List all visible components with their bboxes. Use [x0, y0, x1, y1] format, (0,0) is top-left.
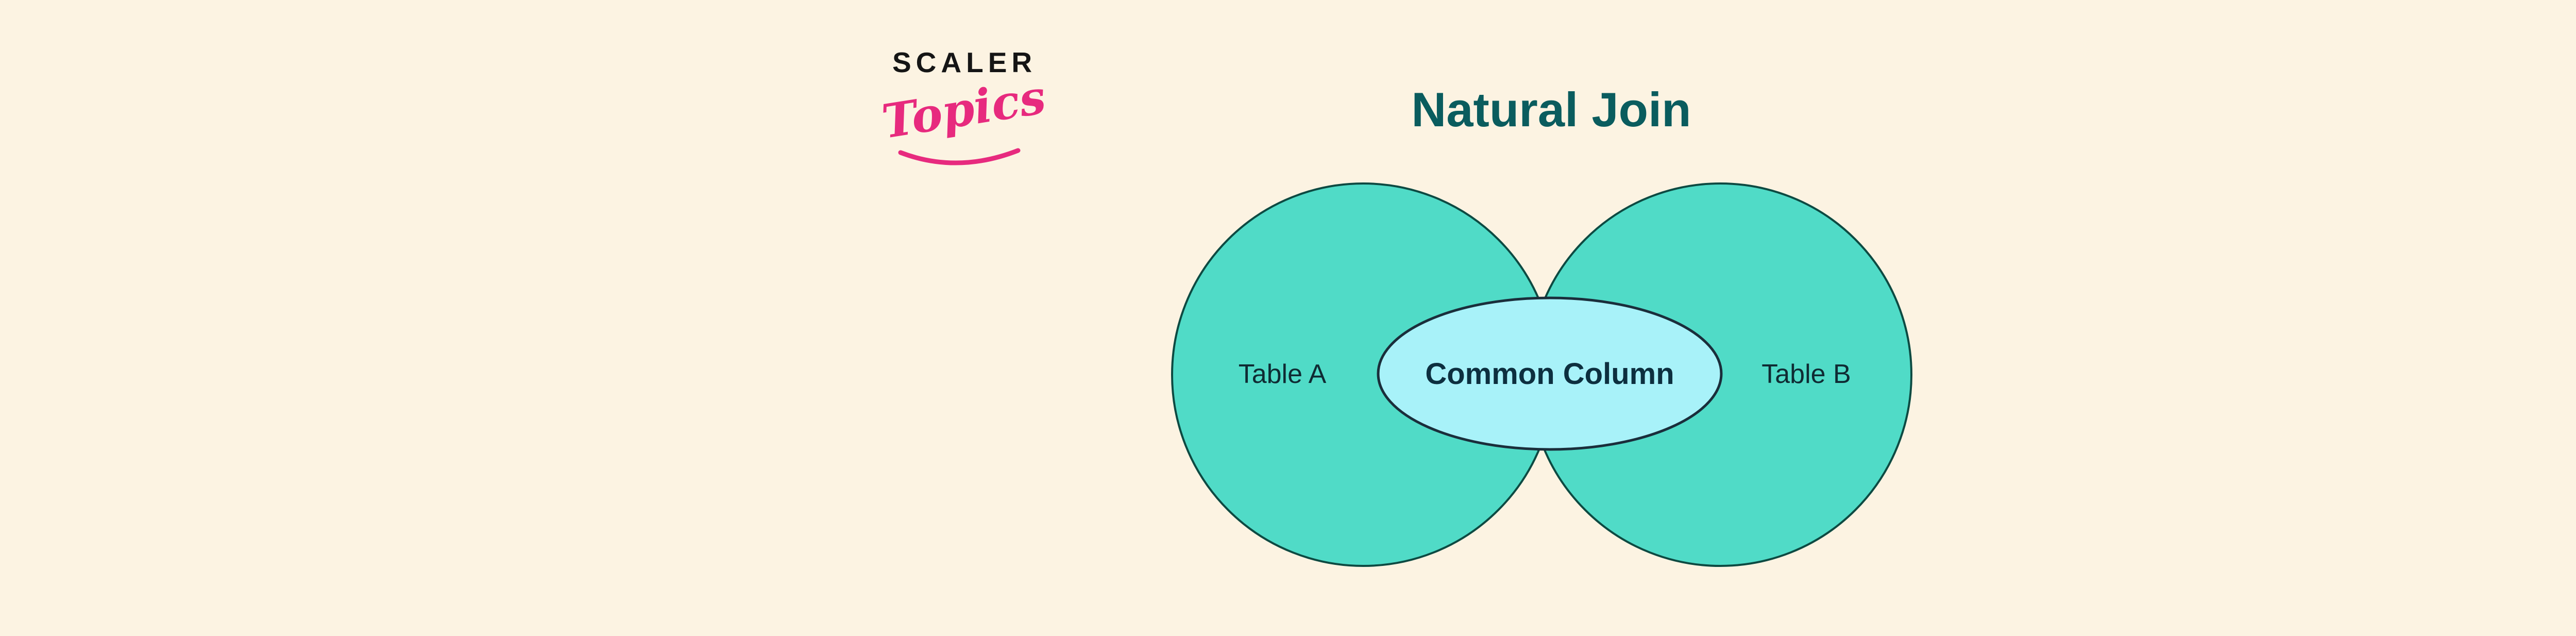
- logo-underline-flourish: [898, 148, 1021, 165]
- table-b-label: Table B: [1761, 359, 1851, 389]
- table-a-label: Table A: [1239, 359, 1327, 389]
- common-column-label: Common Column: [1425, 357, 1674, 391]
- logo-text-scaler: SCALER: [892, 46, 1037, 78]
- diagram-title: Natural Join: [1411, 82, 1691, 137]
- common-column-ellipse: [1377, 296, 1723, 451]
